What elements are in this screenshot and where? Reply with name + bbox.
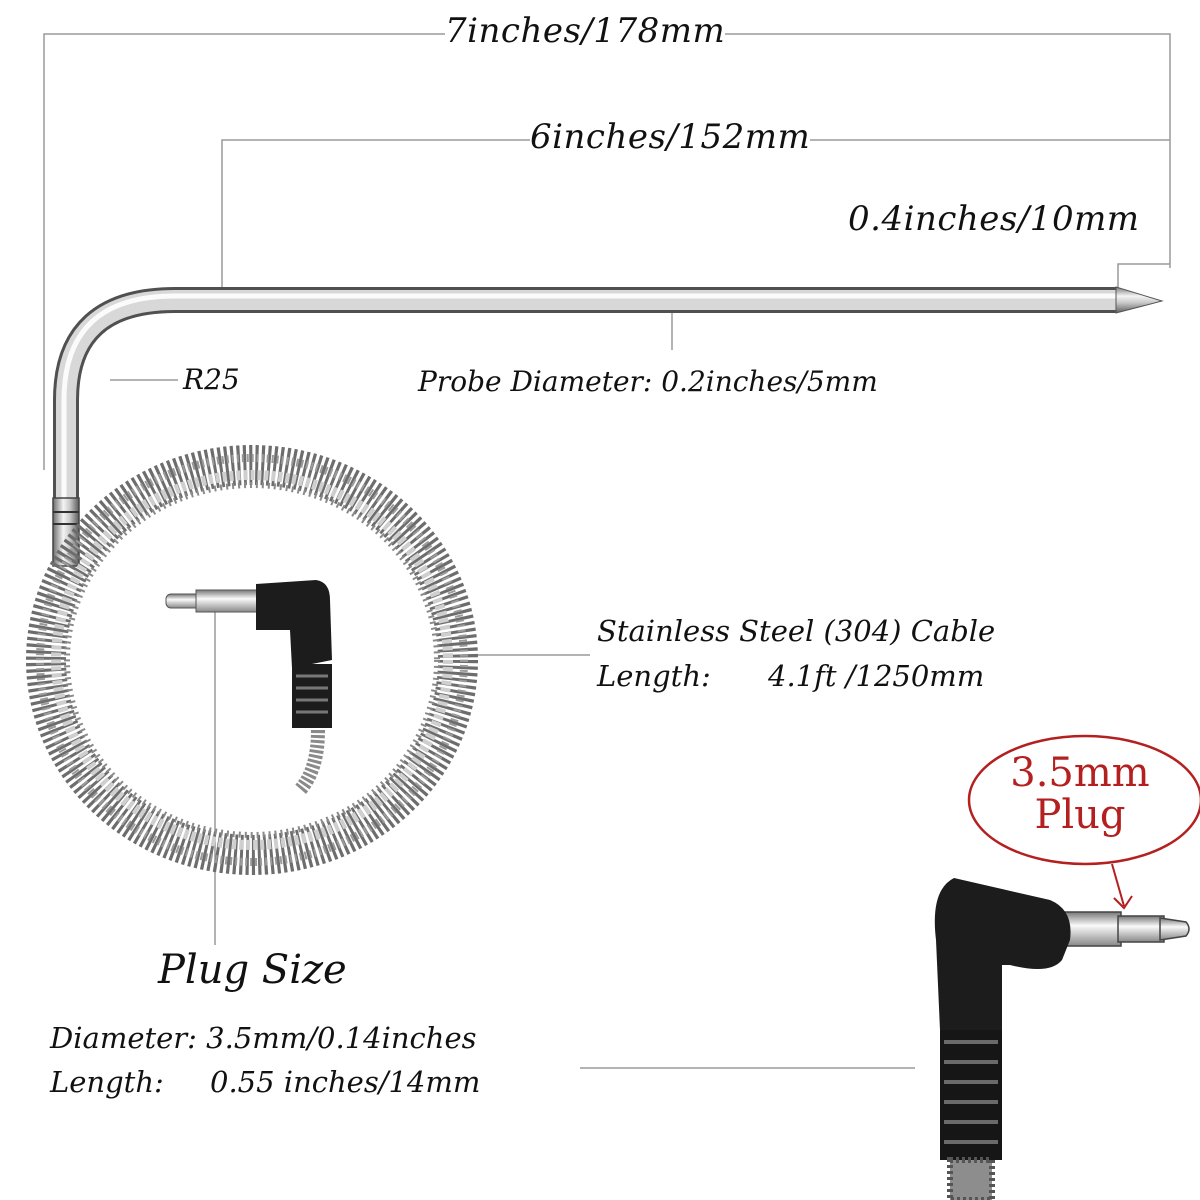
plug-callout: 3.5mm Plug <box>980 752 1180 836</box>
plug-callout-size: 3.5mm <box>1010 750 1150 796</box>
plug-size-title: Plug Size <box>158 947 347 993</box>
total-length-line <box>43 33 1171 470</box>
plug-callout-oval <box>967 734 1200 866</box>
probe-length-label: 6inches/152mm <box>530 117 811 157</box>
probe-diameter-label: Probe Diameter: 0.2inches/5mm <box>418 365 878 398</box>
plug-length-value: 0.55 inches/14mm <box>210 1065 481 1099</box>
tip-length-label: 0.4inches/10mm <box>848 199 1140 239</box>
small-plug <box>165 580 332 728</box>
probe-length-line <box>221 139 1170 290</box>
total-length-label: 7inches/178mm <box>445 11 726 51</box>
bend-radius-label: R25 <box>183 363 240 396</box>
plug-length-label: Length: <box>50 1065 164 1099</box>
plug-callout-arrow <box>1111 863 1133 910</box>
probe-tip <box>1115 286 1164 314</box>
tip-length-line <box>1117 263 1170 292</box>
braided-cable-coil <box>26 445 478 875</box>
cable-length-label: Length: <box>597 659 711 693</box>
plug-callout-word: Plug <box>1034 792 1126 838</box>
plug-diameter-label: Diameter: 3.5mm/0.14inches <box>50 1021 477 1055</box>
large-plug <box>934 878 1190 1200</box>
cable-length-value: 4.1ft /1250mm <box>768 659 985 693</box>
probe-rod <box>53 286 1164 510</box>
cable-material-label: Stainless Steel (304) Cable <box>597 614 996 648</box>
